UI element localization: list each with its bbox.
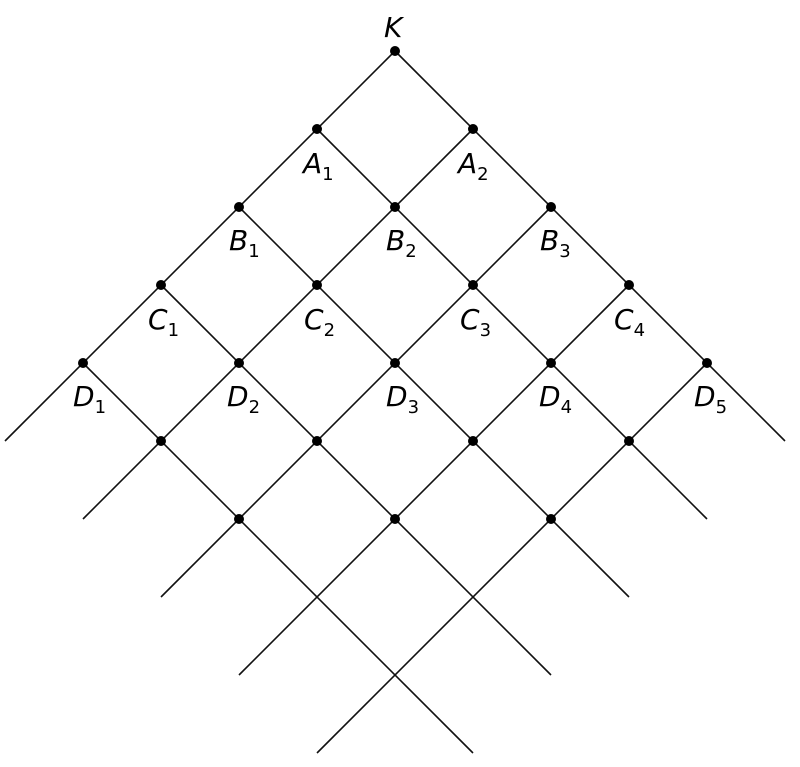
- lattice-node-3-0: [156, 280, 166, 290]
- lattice-lines: [4, 50, 786, 754]
- label-d4-subscript: 4: [561, 397, 572, 418]
- lattice-line-down-right-5: [82, 362, 474, 754]
- label-d3-subscript: 3: [408, 397, 419, 418]
- label-b3-letter: B: [540, 224, 559, 257]
- lattice-node-6-3: [390, 514, 400, 524]
- label-c2-letter: C: [304, 303, 324, 336]
- lattice-line-down-right-4: [160, 284, 552, 676]
- lattice-line-down-left-1: [4, 50, 396, 442]
- label-b2-letter: B: [386, 224, 405, 257]
- label-b2-subscript: 2: [405, 241, 416, 262]
- lattice-node-6-2: [234, 514, 244, 524]
- lattice-node-4-2: [390, 358, 400, 368]
- lattice-node-1-0: [312, 124, 322, 134]
- lattice-labels: K A1 A2 B1 B2 B3 C1 C2 C3 C4: [73, 11, 727, 418]
- lattice-nodes: [78, 46, 712, 524]
- label-b1-subscript: 1: [248, 241, 259, 262]
- label-b3-subscript: 3: [559, 241, 570, 262]
- label-a1-subscript: 1: [322, 164, 333, 185]
- label-a2: A2: [456, 147, 489, 185]
- label-a1: A1: [301, 147, 334, 185]
- label-d1: D1: [73, 380, 106, 418]
- lattice-node-5-4: [624, 436, 634, 446]
- label-b1-letter: B: [229, 224, 248, 257]
- label-d2: D2: [227, 380, 260, 418]
- label-a2-subscript: 2: [477, 164, 488, 185]
- lattice-line-down-right-3: [238, 206, 630, 598]
- label-a1-letter: A: [301, 147, 322, 180]
- lattice-node-4-0: [78, 358, 88, 368]
- label-c1: C1: [148, 303, 179, 341]
- label-d1-letter: D: [73, 380, 95, 413]
- label-c1-letter: C: [148, 303, 168, 336]
- label-k-letter: K: [384, 11, 405, 44]
- lattice-node-3-3: [624, 280, 634, 290]
- label-d2-subscript: 2: [249, 397, 260, 418]
- label-k: K: [384, 11, 405, 44]
- label-d2-letter: D: [227, 380, 249, 413]
- label-c3: C3: [460, 303, 491, 341]
- lattice-node-1-1: [468, 124, 478, 134]
- label-c4: C4: [614, 303, 645, 341]
- label-c4-subscript: 4: [634, 320, 645, 341]
- lattice-node-4-1: [234, 358, 244, 368]
- lattice-node-2-2: [546, 202, 556, 212]
- lattice-node-3-1: [312, 280, 322, 290]
- lattice-node-2-0: [234, 202, 244, 212]
- lattice-node-5-1: [156, 436, 166, 446]
- lattice-line-down-left-4: [238, 284, 630, 676]
- lattice-line-down-right-2: [316, 128, 708, 520]
- label-c3-subscript: 3: [480, 320, 491, 341]
- label-a2-letter: A: [456, 147, 477, 180]
- label-b2: B2: [386, 224, 417, 262]
- label-d3: D3: [386, 380, 419, 418]
- lattice-node-4-4: [702, 358, 712, 368]
- lattice-line-down-left-3: [160, 206, 552, 598]
- label-d3-letter: D: [386, 380, 408, 413]
- label-c1-subscript: 1: [168, 320, 179, 341]
- lattice-node-3-2: [468, 280, 478, 290]
- label-d5: D5: [694, 380, 727, 418]
- lattice-node-4-3: [546, 358, 556, 368]
- lattice-line-down-left-2: [82, 128, 474, 520]
- label-d5-subscript: 5: [716, 397, 727, 418]
- lattice-node-6-4: [546, 514, 556, 524]
- lattice-node-0-0: [390, 46, 400, 56]
- label-c2-subscript: 2: [324, 320, 335, 341]
- label-c2: C2: [304, 303, 335, 341]
- label-d1-subscript: 1: [95, 397, 106, 418]
- label-c3-letter: C: [460, 303, 480, 336]
- lattice-node-5-2: [312, 436, 322, 446]
- lattice-line-down-right-1: [394, 50, 786, 442]
- label-d4: D4: [539, 380, 572, 418]
- label-d5-letter: D: [694, 380, 716, 413]
- label-d4-letter: D: [539, 380, 561, 413]
- label-c4-letter: C: [614, 303, 634, 336]
- lattice-line-down-left-5: [316, 362, 708, 754]
- label-b3: B3: [540, 224, 571, 262]
- lattice-node-2-1: [390, 202, 400, 212]
- label-b1: B1: [229, 224, 260, 262]
- lattice-node-5-3: [468, 436, 478, 446]
